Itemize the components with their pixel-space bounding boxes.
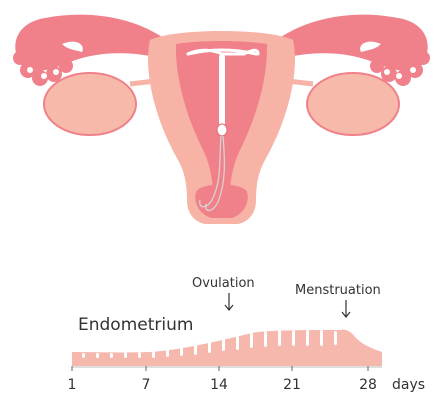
left-ovary — [44, 73, 136, 135]
days-unit-label: days — [392, 378, 425, 392]
menstruation-arrow — [342, 300, 350, 317]
ovulation-label: Ovulation — [192, 277, 255, 290]
day-tick-label: 7 — [142, 378, 151, 392]
endometrium-label: Endometrium — [78, 317, 193, 334]
day-tick-label: 21 — [283, 378, 301, 392]
day-tick-label: 14 — [210, 378, 228, 392]
right-ovary — [307, 73, 399, 135]
iud-stem — [219, 54, 225, 126]
iud-bulb — [217, 124, 227, 136]
day-tick-label: 28 — [359, 378, 377, 392]
ovulation-arrow — [225, 293, 233, 310]
menstruation-label: Menstruation — [295, 284, 381, 297]
day-tick-label: 1 — [68, 378, 77, 392]
